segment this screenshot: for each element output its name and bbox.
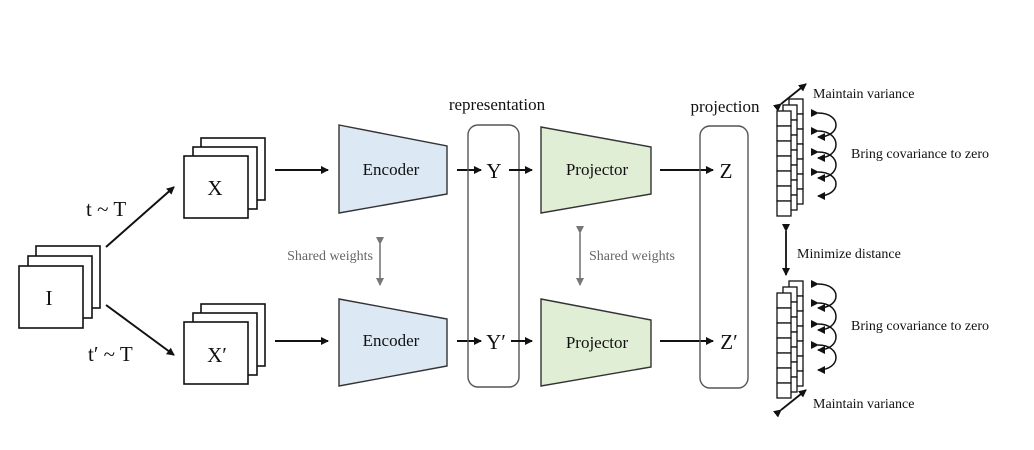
projection-title: projection [691, 97, 760, 116]
embedding-matrix-top [776, 98, 804, 217]
matrix-cell [776, 155, 792, 172]
view-label-bottom: X′ [207, 343, 227, 367]
variance-label-top: Maintain variance [813, 87, 914, 102]
encoder-bottom [338, 298, 448, 387]
shared-weights-label-encoder: Shared weights [287, 249, 373, 264]
invariance-label: Minimize distance [797, 247, 901, 262]
projector-label-bottom: Projector [566, 333, 629, 352]
covariance-arc [810, 340, 837, 374]
augment-arrow-top [105, 186, 175, 248]
matrix-cell [776, 322, 792, 339]
encoder-label-top: Encoder [363, 160, 420, 179]
matrix-cell [776, 170, 792, 187]
variance-arrow-bottom [773, 389, 807, 418]
matrix-cell [776, 307, 792, 324]
view-stack-bottom: X′ [183, 303, 266, 385]
encoder-label-bottom: Encoder [363, 331, 420, 350]
encoder-top [338, 124, 448, 214]
shared-weights-label-projector: Shared weights [589, 249, 675, 264]
matrix-cell [776, 110, 792, 127]
projector-top [540, 126, 652, 214]
projection-z-top: Z [720, 159, 733, 183]
matrix-cell [776, 185, 792, 202]
representation-y-bottom: Y′ [486, 330, 506, 354]
projector-label-top: Projector [566, 160, 629, 179]
projection-box [699, 125, 749, 389]
projector-bottom [540, 298, 652, 387]
matrix-cell [776, 140, 792, 157]
input-label: I [46, 286, 53, 310]
covariance-label-bottom: Bring covariance to zero [851, 319, 989, 334]
matrix-cell [776, 125, 792, 142]
representation-title: representation [449, 95, 546, 114]
variance-arrow-top [773, 83, 807, 112]
transform-label-top: t ~ T [86, 197, 126, 221]
matrix-cell [776, 352, 792, 369]
covariance-arcs-bottom [810, 279, 837, 374]
augment-arrow-bottom [105, 304, 175, 356]
input-image-stack: I [18, 245, 101, 329]
representation-y-top: Y [486, 159, 501, 183]
covariance-arc [810, 108, 837, 141]
matrix-cell [776, 382, 792, 399]
view-label-top: X [207, 176, 222, 200]
view-stack-top: X [183, 137, 266, 219]
matrix-cell [776, 367, 792, 384]
variance-label-bottom: Maintain variance [813, 397, 914, 412]
covariance-arcs-top [810, 108, 837, 200]
matrix-cell [776, 292, 792, 309]
covariance-arc [810, 167, 837, 200]
projection-z-bottom: Z′ [720, 330, 737, 354]
covariance-label-top: Bring covariance to zero [851, 147, 989, 162]
matrix-cell [776, 337, 792, 354]
transform-label-bottom: t′ ~ T [88, 342, 133, 366]
matrix-cell [776, 200, 792, 217]
representation-box [467, 124, 520, 388]
embedding-matrix-bottom [776, 280, 804, 399]
